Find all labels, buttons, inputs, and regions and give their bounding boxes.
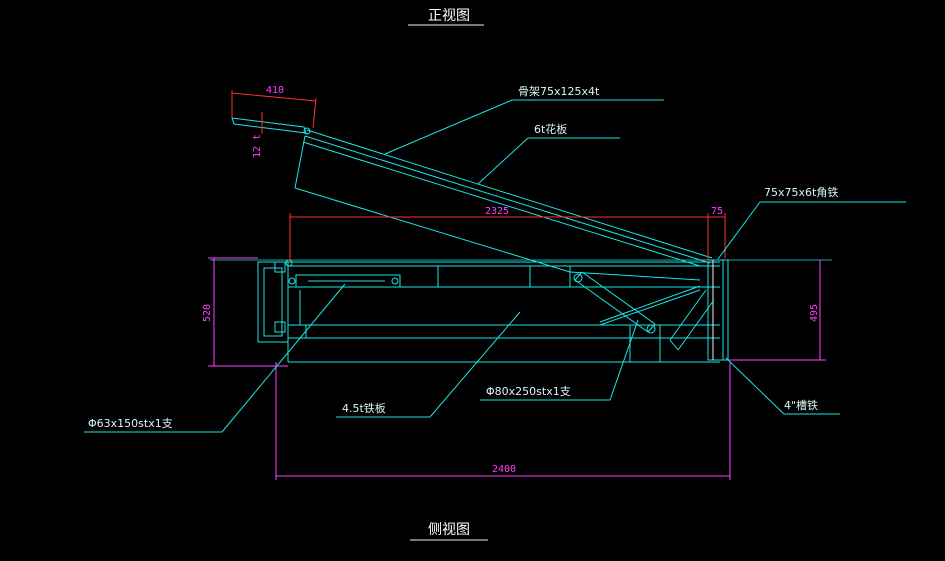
leader-frame: 骨架75x125x4t bbox=[384, 85, 664, 155]
svg-text:2400: 2400 bbox=[492, 464, 516, 475]
leader-channel-steel: 4"槽铁 bbox=[725, 357, 840, 415]
leader-angle-steel: 75x75x6t角铁 bbox=[717, 186, 906, 260]
svg-text:正视图: 正视图 bbox=[428, 8, 470, 24]
leader-small-cylinder: Φ63x150stx1支 bbox=[84, 283, 346, 433]
svg-text:4"槽铁: 4"槽铁 bbox=[784, 399, 818, 412]
right-end-channel bbox=[669, 259, 729, 361]
svg-text:骨架75x125x4t: 骨架75x125x4t bbox=[518, 85, 600, 98]
dimension-left-height: 520 bbox=[202, 257, 288, 367]
steel-plate-4-5t bbox=[299, 289, 701, 326]
svg-text:495: 495 bbox=[809, 304, 820, 322]
inclined-deck bbox=[294, 129, 713, 281]
svg-text:4.5t铁板: 4.5t铁板 bbox=[342, 401, 386, 415]
svg-text:Φ63x150stx1支: Φ63x150stx1支 bbox=[88, 417, 173, 430]
svg-text:侧视图: 侧视图 bbox=[428, 522, 470, 538]
large-hydraulic-cylinder bbox=[573, 271, 656, 334]
small-hydraulic-cylinder bbox=[285, 259, 401, 288]
dimension-deck-length: 2325 bbox=[289, 206, 709, 262]
lip-plate bbox=[231, 117, 311, 135]
dimension-right-height: 495 bbox=[728, 260, 826, 361]
dimension-total-length: 2400 bbox=[275, 362, 731, 480]
svg-text:75: 75 bbox=[711, 206, 723, 217]
svg-text:6t花板: 6t花板 bbox=[534, 122, 567, 136]
leader-large-cylinder: Φ80x250stx1支 bbox=[480, 319, 639, 401]
leader-steel-plate: 4.5t铁板 bbox=[336, 311, 521, 418]
svg-text:410: 410 bbox=[266, 85, 284, 96]
side-view-title: 侧视图 bbox=[410, 522, 488, 541]
svg-text:2325: 2325 bbox=[485, 206, 509, 217]
dimension-lip-thickness: 12 t bbox=[252, 112, 263, 158]
dimension-edge-width: 75 bbox=[708, 206, 726, 258]
svg-text:75x75x6t角铁: 75x75x6t角铁 bbox=[764, 186, 838, 199]
dimension-lip-width: 410 bbox=[231, 85, 317, 129]
front-view-title: 正视图 bbox=[408, 8, 484, 26]
leader-checker-plate: 6t花板 bbox=[477, 122, 620, 185]
svg-text:Φ80x250stx1支: Φ80x250stx1支 bbox=[486, 385, 571, 398]
svg-text:520: 520 bbox=[202, 304, 213, 322]
svg-text:12 t: 12 t bbox=[252, 134, 263, 158]
